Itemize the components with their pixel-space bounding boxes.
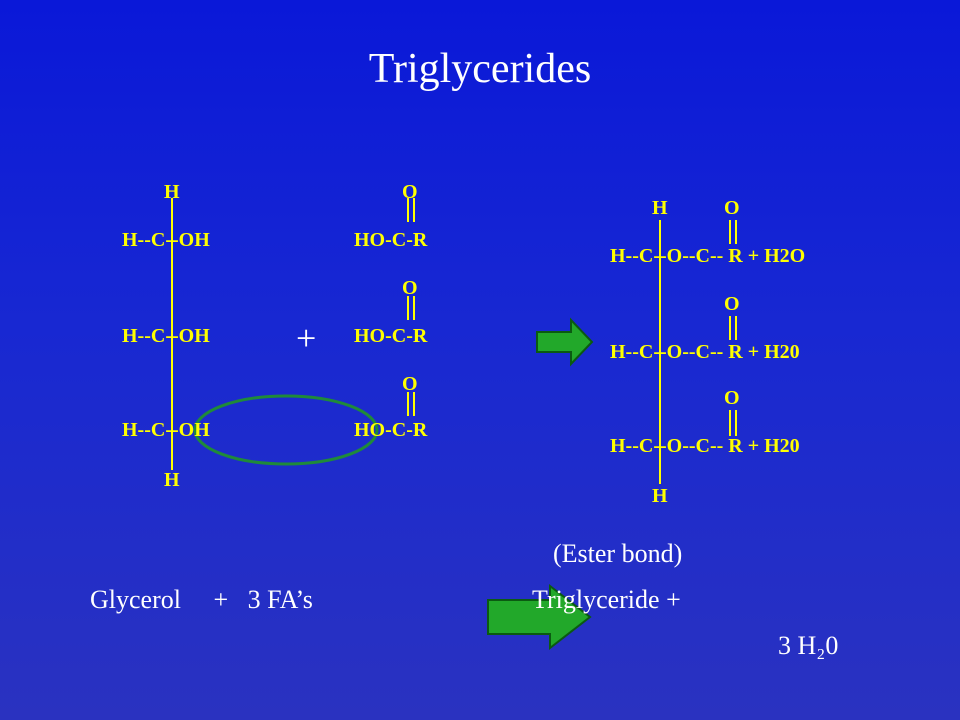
fa-double-bond-3: [407, 392, 415, 416]
fa-double-bond-1: [407, 198, 415, 222]
ester-highlight-circle: [193, 394, 379, 466]
fa-row-1: HO-C-R: [354, 229, 428, 251]
plus-sign: +: [296, 318, 317, 358]
reactants-caption: Glycerol + 3 FA’s: [90, 585, 313, 614]
tg-oxygen-3: O: [724, 387, 740, 409]
reaction-arrow-icon: [536, 317, 594, 367]
tg-row-2: H--C--O--C-- R + H20: [610, 341, 800, 363]
glycerol-row-2: H--C--OH: [122, 325, 210, 347]
tg-double-bond-1: [729, 220, 737, 244]
tg-oxygen-2: O: [724, 293, 740, 315]
glycerol-top-h: H: [164, 181, 180, 203]
triglyceride-top-h: H: [652, 197, 668, 219]
tg-row-3: H--C--O--C-- R + H20: [610, 435, 800, 457]
water-caption: 3 H₂0: [778, 631, 839, 660]
slide-title: Triglycerides: [368, 46, 592, 92]
glycerol-row-3: H--C--OH: [122, 419, 210, 441]
reaction-arrow-icon: [487, 583, 592, 651]
fa-double-bond-2: [407, 296, 415, 320]
tg-row-1: H--C--O--C-- R + H2O: [610, 245, 806, 267]
fa-oxygen-2: O: [402, 277, 418, 299]
triglyceride-bottom-h: H: [652, 485, 668, 507]
tg-oxygen-1: O: [724, 197, 740, 219]
tg-double-bond-3: [729, 410, 737, 436]
ester-bond-caption: (Ester bond): [553, 539, 683, 568]
tg-double-bond-2: [729, 316, 737, 340]
fa-row-2: HO-C-R: [354, 325, 428, 347]
fa-oxygen-1: O: [402, 181, 418, 203]
fa-row-3: HO-C-R: [354, 419, 428, 441]
glycerol-bottom-h: H: [164, 469, 180, 491]
products-caption: Triglyceride +: [532, 585, 681, 614]
fa-oxygen-3: O: [402, 373, 418, 395]
glycerol-row-1: H--C--OH: [122, 229, 210, 251]
